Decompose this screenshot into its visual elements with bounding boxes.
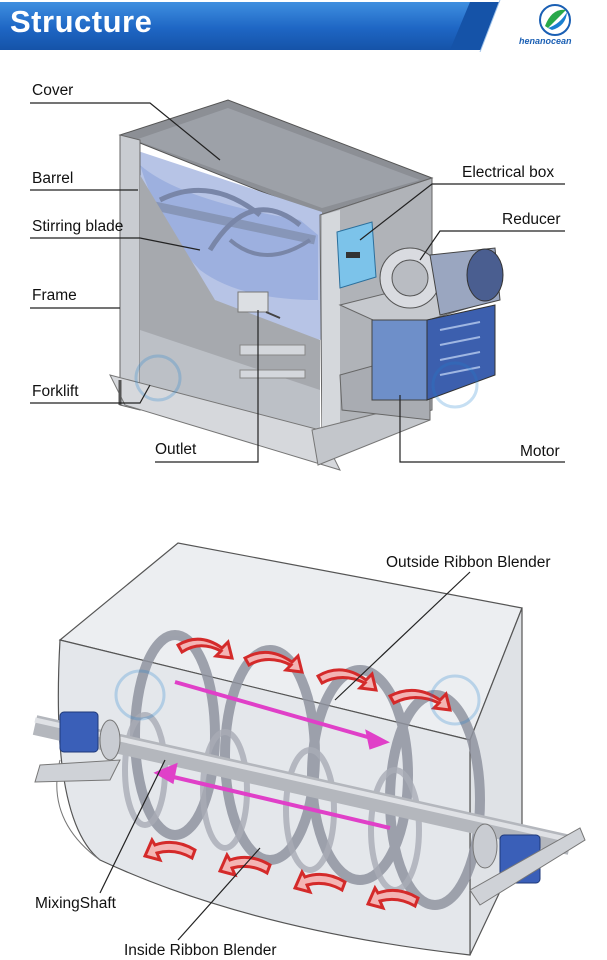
label-stirring-blade: Stirring blade: [32, 218, 124, 235]
label-outside-ribbon: Outside Ribbon Blender: [386, 554, 551, 571]
label-reducer: Reducer: [502, 211, 561, 228]
label-frame: Frame: [32, 287, 77, 304]
header-corner: [450, 0, 607, 52]
label-outlet: Outlet: [155, 441, 197, 458]
brand-logo-icon: [539, 4, 571, 36]
label-mixing-shaft: MixingShaft: [35, 895, 116, 912]
header-banner: Structure henanocean: [0, 0, 607, 52]
page-title: Structure: [10, 4, 153, 39]
label-electrical-box: Electrical box: [462, 164, 555, 181]
label-barrel: Barrel: [32, 170, 74, 187]
header-bar: [0, 2, 520, 50]
label-inside-ribbon: Inside Ribbon Blender: [124, 942, 277, 959]
brand-name: henanocean: [519, 36, 572, 46]
label-cover: Cover: [32, 82, 74, 99]
label-forklift: Forklift: [32, 383, 79, 400]
label-motor: Motor: [520, 443, 560, 460]
